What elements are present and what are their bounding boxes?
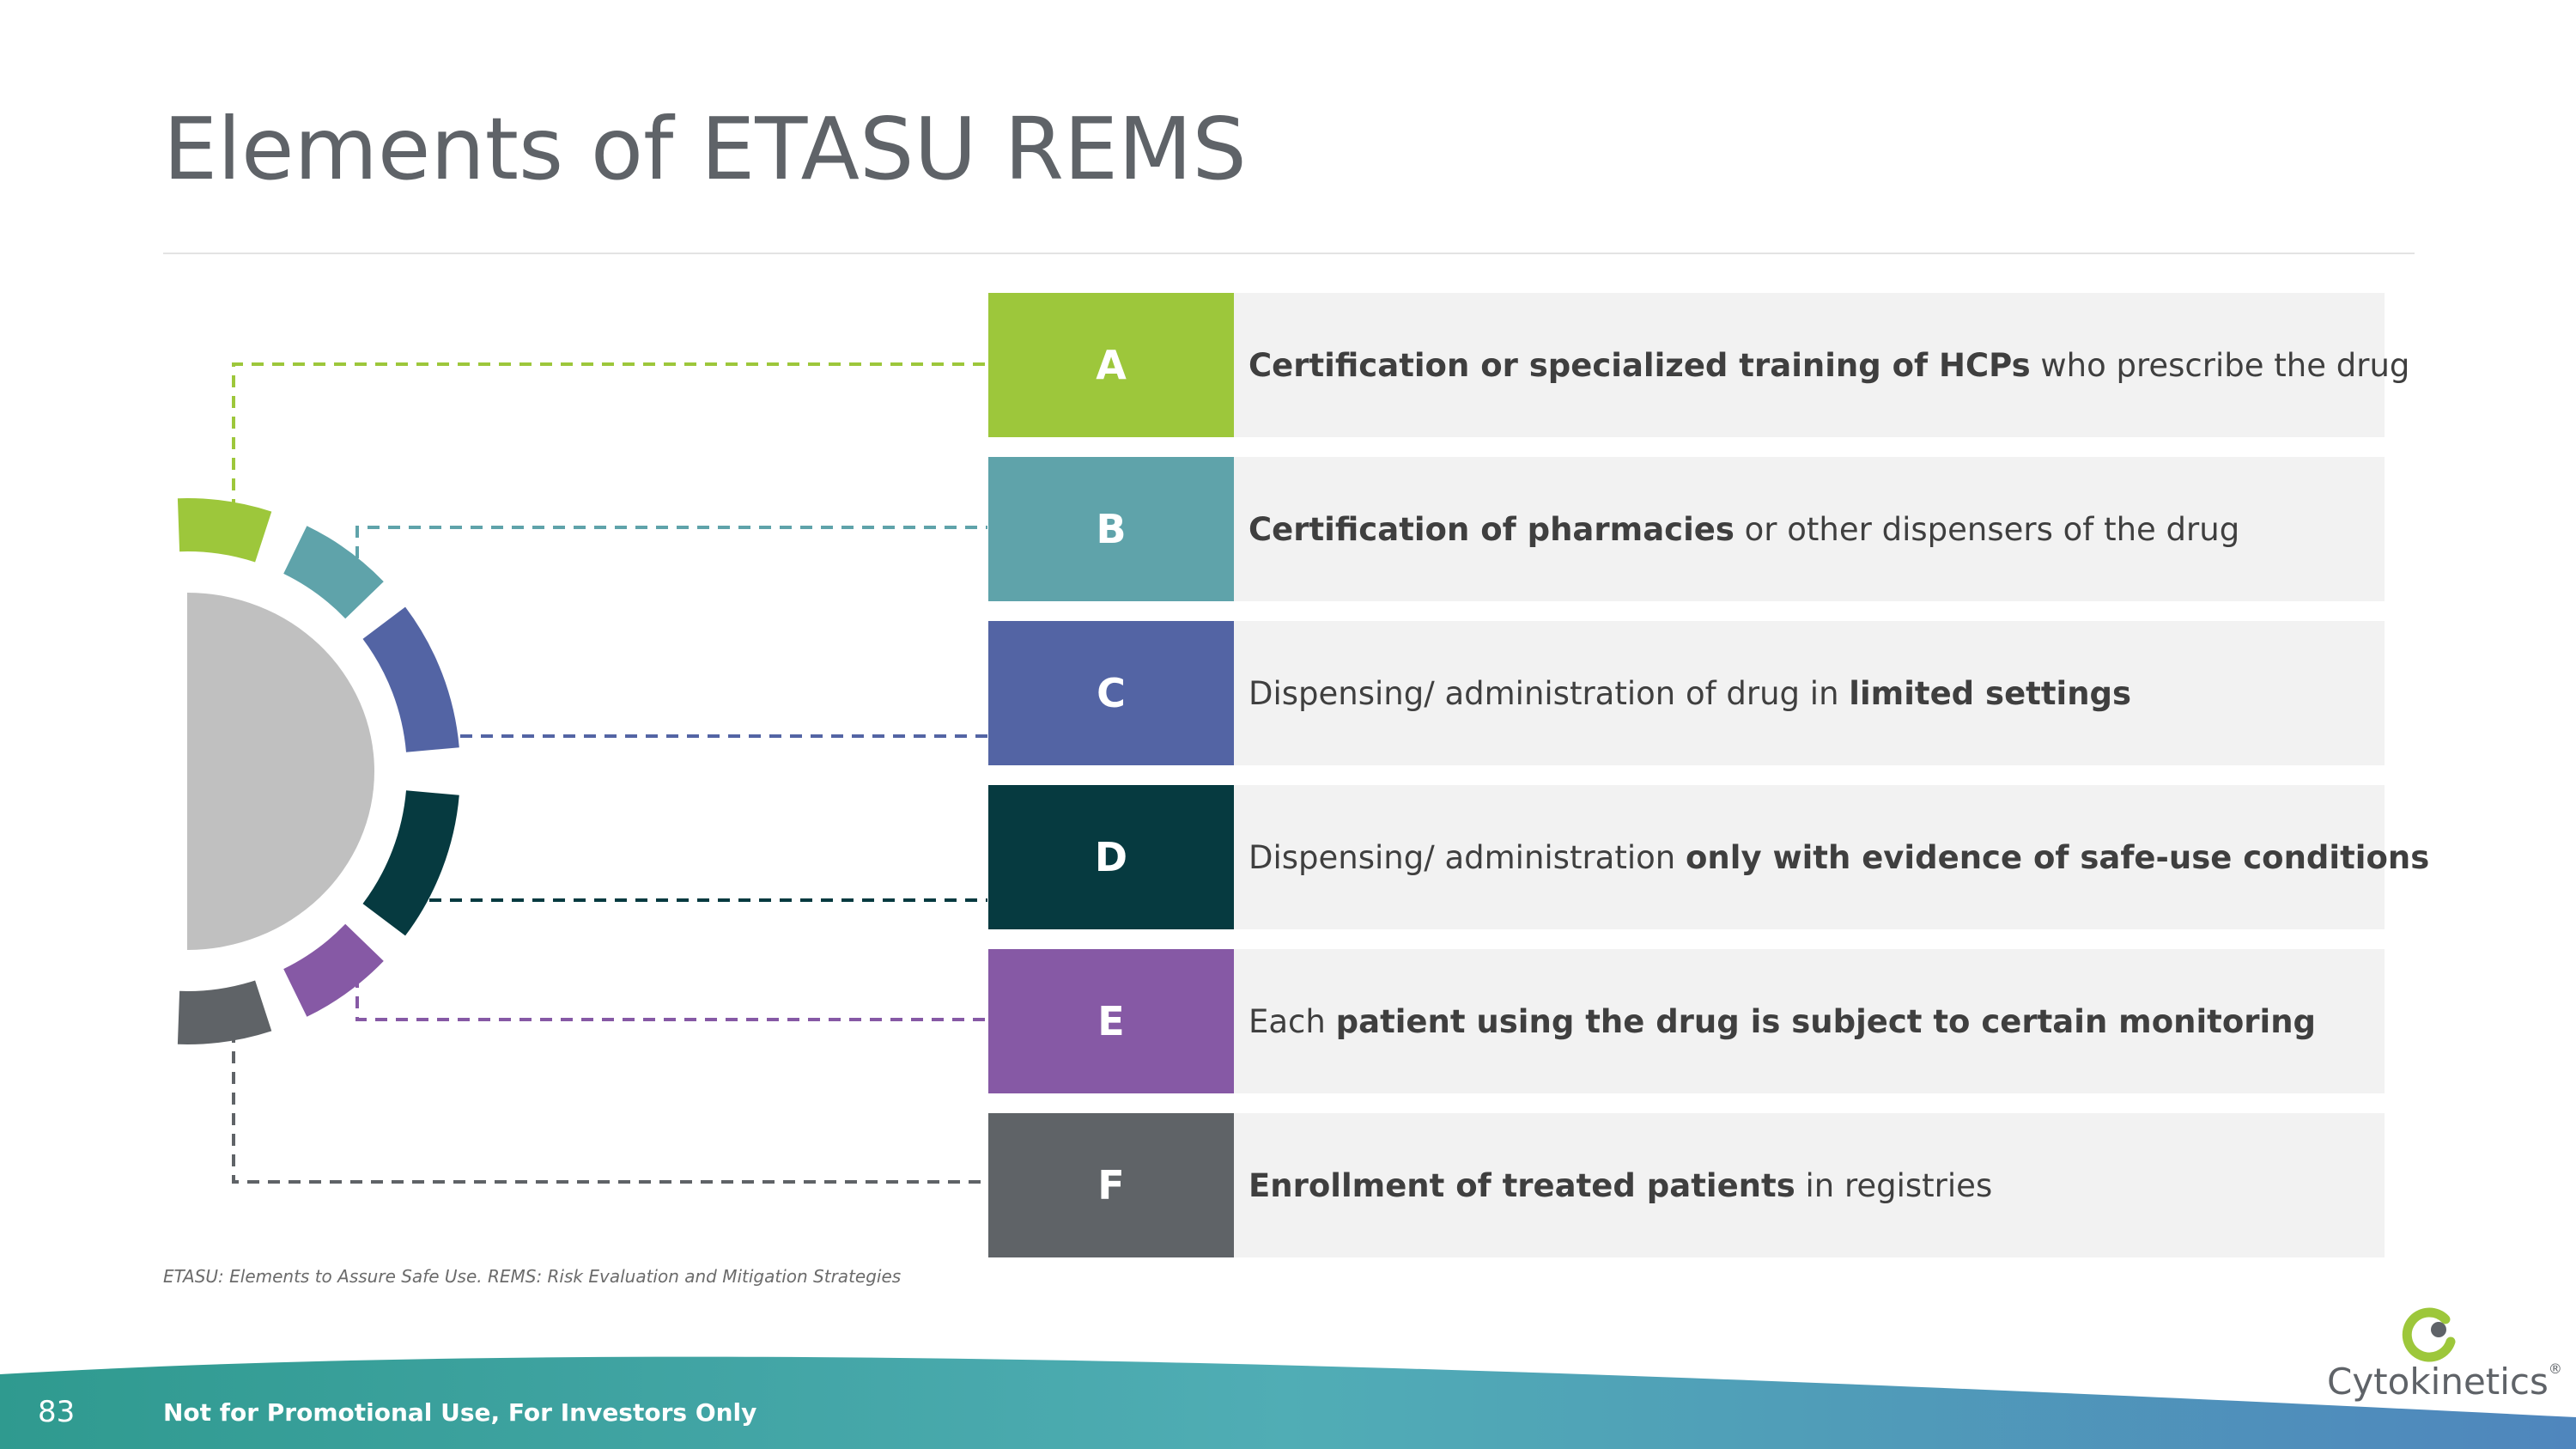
- etasu-letter-b: B: [988, 457, 1234, 601]
- description-text: Each: [1249, 1002, 1336, 1040]
- etasu-description-e: Each patient using the drug is subject t…: [1249, 949, 2350, 1093]
- description-emphasis: patient using the drug is subject to cer…: [1335, 1002, 2317, 1040]
- ring-segment-b: [283, 526, 384, 619]
- description-emphasis: Certification of pharmacies: [1249, 510, 1735, 548]
- ring-segment-c: [362, 606, 459, 752]
- ring-segment-f: [177, 980, 272, 1044]
- etasu-description-c: Dispensing/ administration of drug in li…: [1249, 621, 2350, 765]
- etasu-letter-d: D: [988, 785, 1234, 929]
- ring-segment-d: [362, 790, 459, 936]
- footnote: ETASU: Elements to Assure Safe Use. REMS…: [163, 1266, 902, 1287]
- description-emphasis: Enrollment of treated patients: [1249, 1166, 1795, 1204]
- cytokinetics-logo-icon: [2402, 1307, 2456, 1362]
- etasu-letter-a: A: [988, 293, 1234, 437]
- slide-title: Elements of ETASU REMS: [163, 99, 1247, 199]
- connector-line-f: [232, 1031, 987, 1184]
- etasu-description-d: Dispensing/ administration only with evi…: [1249, 785, 2429, 929]
- connector-line-e: [355, 976, 987, 1021]
- ring-segment-a: [177, 498, 272, 563]
- description-emphasis: limited settings: [1849, 674, 2132, 712]
- etasu-row-a: A Certification or specialized training o…: [988, 293, 2409, 437]
- cytokinetics-logo: Cytokinetics®: [2327, 1361, 2562, 1403]
- description-emphasis: only with evidence of safe-use condition…: [1686, 838, 2430, 876]
- page-number: 83: [38, 1395, 76, 1429]
- connector-lines: [232, 362, 987, 1184]
- etasu-letter-c: C: [988, 621, 1234, 765]
- connector-line-a: [232, 362, 987, 511]
- etasu-description-f: Enrollment of treated patients in regist…: [1249, 1113, 2350, 1257]
- etasu-letter-e: E: [988, 949, 1234, 1093]
- connector-line-b: [355, 526, 987, 558]
- description-text: Dispensing/ administration: [1249, 838, 1686, 876]
- description-text: in registries: [1795, 1166, 1993, 1204]
- etasu-description-b: Certification of pharmacies or other dis…: [1249, 457, 2350, 601]
- title-divider: [163, 253, 2415, 254]
- etasu-letter-f: F: [988, 1113, 1234, 1257]
- ring-segment-e: [283, 923, 384, 1017]
- description-text: Dispensing/ administration of drug in: [1249, 674, 1850, 712]
- hub-half-circle: [187, 593, 374, 950]
- footer-disclaimer: Not for Promotional Use, For Investors O…: [163, 1398, 757, 1427]
- footer-band: [0, 1356, 2576, 1449]
- description-text: who prescribe the drug: [2030, 346, 2410, 384]
- etasu-description-a: Certification or specialized training of…: [1249, 293, 2409, 437]
- description-text: or other dispensers of the drug: [1734, 510, 2240, 548]
- description-emphasis: Certification or specialized training of…: [1249, 346, 2031, 384]
- logo-wordmark: Cytokinetics: [2327, 1361, 2549, 1403]
- ring-segments: [177, 498, 459, 1044]
- registered-mark: ®: [2548, 1361, 2562, 1377]
